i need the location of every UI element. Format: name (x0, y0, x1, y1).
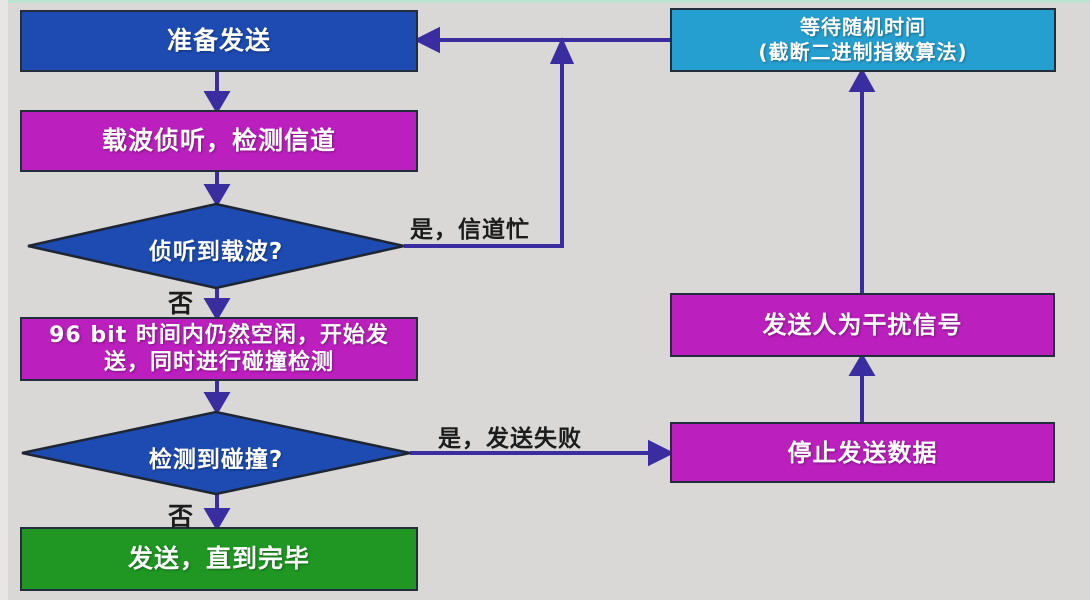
arrowhead-sense-to-carrier-question (203, 184, 231, 207)
left-edge-strip (0, 0, 8, 600)
label-no-collision: 否 (168, 502, 195, 531)
node-stop-sending: 停止发送数据 (670, 422, 1055, 483)
arrowhead-no-to-96bit (203, 298, 231, 321)
label-yes-send-failed: 是，发送失败 (438, 426, 582, 452)
node-wait-random-line1: 等待随机时间 (800, 15, 926, 39)
node-prepare-send-label: 准备发送 (166, 26, 271, 56)
label-yes-channel-busy: 是，信道忙 (410, 217, 530, 243)
arrowhead-yes-channel-busy (549, 37, 575, 64)
node-wait-random-time: 等待随机时间 (截断二进制指数算法) (670, 8, 1056, 72)
node-96bit-idle: 96 bit 时间内仍然空闲，开始发 送，同时进行碰撞检测 (20, 317, 418, 381)
node-send-until-done: 发送，直到完毕 (20, 527, 418, 591)
node-send-jam-signal: 发送人为干扰信号 (670, 293, 1055, 357)
arrowhead-jam-to-wait (848, 67, 876, 92)
node-send-jam-signal-label: 发送人为干扰信号 (762, 311, 963, 339)
arrow-yes-channel-busy (404, 60, 564, 248)
diamond-collision-question (21, 410, 411, 496)
diamond-carrier-question (27, 202, 405, 290)
node-96bit-idle-line2: 送，同时进行碰撞检测 (103, 350, 334, 375)
arrowhead-yes-send-failed (648, 439, 675, 467)
node-wait-random-line2: (截断二进制指数算法) (758, 40, 968, 64)
arrowhead-96bit-to-collision-question (203, 392, 231, 415)
node-carrier-sense-label: 载波侦听，检测信道 (101, 126, 336, 156)
arrowhead-stop-to-jam (848, 353, 876, 376)
top-edge-strip (0, 0, 1090, 3)
node-carrier-question-label: 侦听到载波? (148, 239, 284, 265)
arrowhead-wait-to-prepare (413, 26, 440, 54)
node-carrier-sense: 载波侦听，检测信道 (20, 110, 418, 172)
node-stop-sending-label: 停止发送数据 (787, 438, 938, 467)
node-send-until-done-label: 发送，直到完毕 (127, 544, 310, 574)
node-collision-question-label: 检测到碰撞? (148, 447, 284, 473)
node-96bit-idle-line1: 96 bit 时间内仍然空闲，开始发 (49, 322, 389, 348)
arrowhead-prepare-to-sense (203, 91, 231, 114)
arrowhead-no-to-send-done (203, 508, 231, 531)
label-no-carrier: 否 (168, 289, 195, 318)
node-prepare-send: 准备发送 (20, 10, 418, 72)
